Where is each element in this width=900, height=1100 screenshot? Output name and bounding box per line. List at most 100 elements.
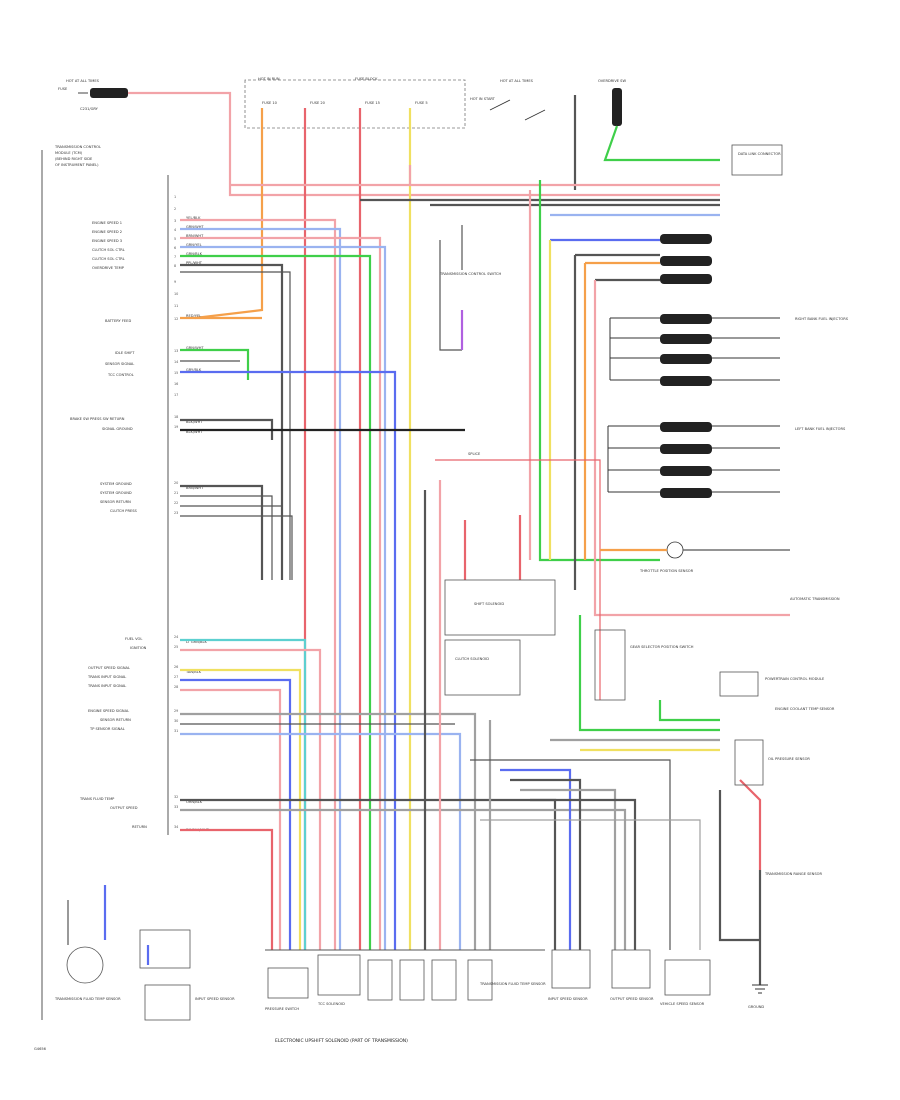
svg-text:ORN/BLK: ORN/BLK [186, 800, 203, 804]
pcm-box [719, 671, 759, 697]
svg-text:(BEHIND RIGHT SIDE: (BEHIND RIGHT SIDE [55, 157, 93, 161]
svg-text:IDLE SHIFT: IDLE SHIFT [115, 351, 135, 355]
svg-text:RED/YEL: RED/YEL [186, 314, 201, 318]
diagram-id: G4656 [34, 1047, 47, 1051]
svg-text:PPL/WHT: PPL/WHT [186, 261, 203, 265]
svg-text:IGNITION: IGNITION [130, 646, 147, 650]
svg-text:GRN/BLK: GRN/BLK [186, 252, 203, 256]
svg-text:BLK/WHT: BLK/WHT [186, 430, 203, 434]
svg-text:BLK/WHT: BLK/WHT [186, 420, 203, 424]
svg-text:4: 4 [174, 228, 176, 232]
module-wires [180, 218, 627, 950]
svg-text:CLUTCH PRESS: CLUTCH PRESS [110, 509, 138, 513]
left-injectors-label: LEFT BANK FUEL INJECTORS [795, 427, 846, 431]
ground-symbol [752, 870, 768, 994]
svg-text:BRN/WHT: BRN/WHT [186, 486, 204, 490]
svg-text:SYSTEM GROUND: SYSTEM GROUND [100, 491, 132, 495]
svg-text:TRANS FLUID TEMP: TRANS FLUID TEMP [79, 797, 115, 801]
bottom-components [66, 885, 711, 1021]
svg-text:SENSOR RETURN: SENSOR RETURN [100, 718, 131, 722]
svg-text:CLUTCH SOL CTRL: CLUTCH SOL CTRL [92, 248, 125, 252]
tcm-signal-labels: ENGINE SPEED 1 ENGINE SPEED 2 ENGINE SPE… [70, 221, 147, 829]
svg-text:OUTPUT SPEED: OUTPUT SPEED [110, 806, 138, 810]
svg-text:28: 28 [174, 685, 178, 689]
svg-text:CLUTCH SOL CTRL: CLUTCH SOL CTRL [92, 257, 125, 261]
svg-text:10: 10 [174, 292, 178, 296]
bottom-caption: ELECTRONIC UPSHIFT SOLENOID (PART OF TRA… [275, 1038, 408, 1044]
svg-text:TRANSMISSION CONTROL: TRANSMISSION CONTROL [54, 145, 101, 149]
svg-text:15: 15 [174, 371, 178, 375]
clutch-solenoid-label: CLUTCH SOLENOID [455, 657, 489, 661]
svg-text:33: 33 [174, 805, 178, 809]
data-link-box [731, 144, 783, 176]
svg-text:25: 25 [174, 645, 178, 649]
svg-text:26: 26 [174, 665, 178, 669]
svg-text:14: 14 [174, 360, 178, 364]
svg-text:6: 6 [174, 246, 176, 250]
trans-control-sw-label: TRANSMISSION CONTROL SWITCH [439, 272, 501, 276]
svg-text:GRN/WHT: GRN/WHT [186, 225, 204, 229]
fuse-col3-label: FUSE 15 [365, 101, 380, 105]
trans-range-label: TRANSMISSION RANGE SENSOR [764, 872, 822, 876]
right-bank-injectors [609, 234, 780, 386]
svg-text:INPUT SPEED SENSOR: INPUT SPEED SENSOR [195, 997, 235, 1001]
engine-coolant-label: ENGINE COOLANT TEMP SENSOR [775, 707, 835, 711]
svg-text:TRANSMISSION FLUID TEMP SENSOR: TRANSMISSION FLUID TEMP SENSOR [479, 982, 546, 986]
svg-text:17: 17 [174, 393, 178, 397]
svg-text:8: 8 [174, 264, 176, 268]
svg-text:MODULE (TCM): MODULE (TCM) [55, 151, 83, 155]
overdrive-connector [612, 88, 622, 126]
svg-text:7: 7 [174, 255, 176, 259]
pcm-label: POWERTRAIN CONTROL MODULE [765, 677, 825, 681]
tcm-wire-codes: YEL/BLK GRN/WHT BRN/WHT GRN/YEL GRN/BLK … [185, 216, 210, 832]
clutch-solenoid-box [444, 639, 521, 696]
svg-text:11: 11 [174, 304, 178, 308]
svg-text:27: 27 [174, 675, 178, 679]
bottom-labels: PRESSURE SWITCH TCC SOLENOID INPUT SPEED… [54, 982, 705, 1011]
hot-run-label: HOT IN RUN [258, 77, 280, 81]
data-link-label: DATA LINK CONNECTOR [738, 152, 781, 156]
svg-text:TRANSMISSION FLUID TEMP SENSOR: TRANSMISSION FLUID TEMP SENSOR [54, 997, 121, 1001]
center-wires [230, 165, 790, 950]
svg-text:TAN/BLK: TAN/BLK [185, 670, 202, 674]
fuse-col4-label: FUSE 5 [415, 101, 428, 105]
fuse-col2-label: FUSE 20 [310, 101, 326, 105]
fuse-name: FUSE [58, 87, 68, 91]
svg-text:30: 30 [174, 719, 178, 723]
left-bank-injectors [607, 422, 780, 498]
svg-text:OF INSTRUMENT PANEL): OF INSTRUMENT PANEL) [55, 163, 99, 167]
fuse-col1-label: FUSE 10 [262, 101, 278, 105]
svg-text:13: 13 [174, 349, 178, 353]
svg-text:FUEL VOL: FUEL VOL [125, 637, 142, 641]
svg-text:SENSOR RETURN: SENSOR RETURN [100, 500, 131, 504]
auto-trans-label: AUTOMATIC TRANSMISSION [790, 597, 840, 601]
svg-text:ENGINE SPEED 1: ENGINE SPEED 1 [92, 221, 122, 225]
svg-text:ENGINE SPEED 3: ENGINE SPEED 3 [92, 239, 122, 243]
svg-text:GRN/WHT: GRN/WHT [186, 346, 204, 350]
svg-text:5: 5 [174, 237, 176, 241]
splice-label: SPLICE [468, 452, 481, 456]
svg-text:21: 21 [174, 491, 178, 495]
svg-text:TP SENSOR SIGNAL: TP SENSOR SIGNAL [89, 727, 125, 731]
oil-pressure-box [734, 739, 764, 786]
oil-pressure-label: OIL PRESSURE SENSOR [768, 757, 810, 761]
svg-text:YEL/BLK: YEL/BLK [186, 216, 201, 220]
svg-text:INPUT SPEED SENSOR: INPUT SPEED SENSOR [548, 997, 588, 1001]
svg-text:34: 34 [174, 825, 178, 829]
svg-text:TRANS INPUT SIGNAL: TRANS INPUT SIGNAL [87, 684, 126, 688]
fuse-columns [194, 108, 412, 950]
hot-run-sub: FUSE BLOCK [355, 77, 378, 81]
svg-text:TRANS INPUT SIGNAL: TRANS INPUT SIGNAL [87, 675, 126, 679]
svg-text:19: 19 [174, 425, 178, 429]
svg-text:ENGINE SPEED 2: ENGINE SPEED 2 [92, 230, 122, 234]
shift-solenoid-box [444, 579, 556, 636]
right-injectors-label: RIGHT BANK FUEL INJECTORS [795, 317, 849, 321]
svg-text:24: 24 [174, 635, 178, 639]
top-switch [489, 95, 577, 190]
svg-text:TCC CONTROL: TCC CONTROL [107, 373, 134, 377]
svg-text:VEHICLE SPEED SENSOR: VEHICLE SPEED SENSOR [660, 1002, 705, 1006]
svg-text:GRN/YEL: GRN/YEL [186, 243, 202, 247]
gear-selector-label: GEAR SELECTOR POSITION SWITCH [630, 645, 694, 649]
svg-text:RETURN: RETURN [132, 825, 147, 829]
